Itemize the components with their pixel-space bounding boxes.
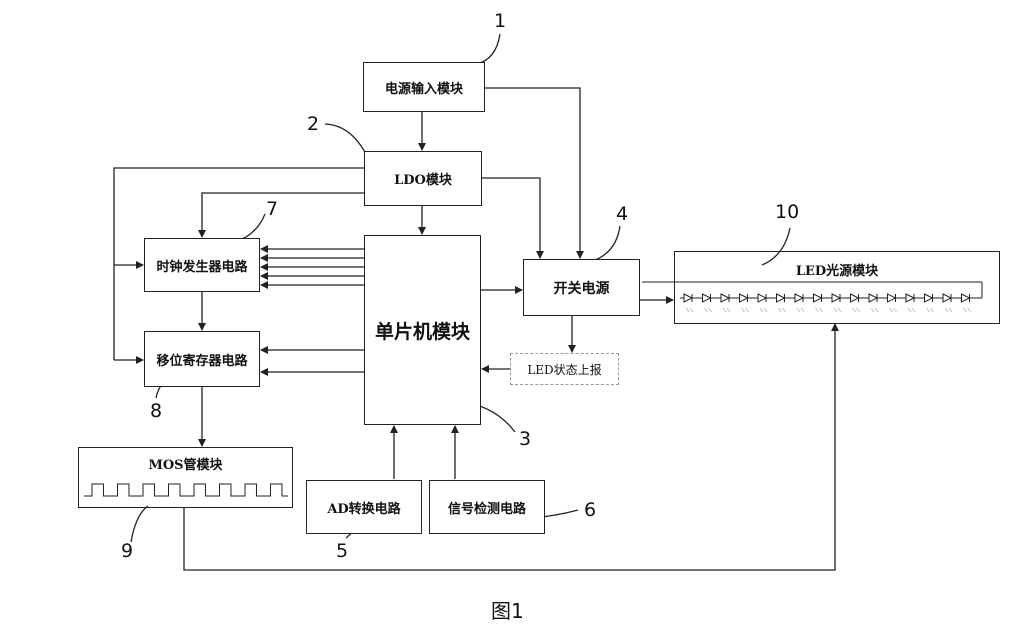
led-diode (905, 293, 916, 303)
mos-waveform (84, 483, 288, 497)
mos-pulse-train (84, 483, 288, 497)
led-emission (963, 307, 971, 313)
switch-power-supply: 开关电源 (523, 259, 640, 316)
led-emission (870, 307, 879, 313)
led-emission (704, 307, 712, 313)
mos-module: MOS管模块 (78, 447, 293, 508)
led-diode (887, 293, 897, 303)
led-emission (722, 307, 731, 313)
shift-register-circuit: 移位寄存器电路 (144, 331, 260, 387)
label-2: 2 (307, 113, 320, 135)
leader-9 (130, 505, 149, 543)
label-10: 10 (775, 201, 800, 223)
led-diode (813, 293, 823, 303)
arrow-power-to-switch (485, 87, 584, 259)
led-emission (926, 307, 934, 313)
led-diode (942, 293, 953, 303)
label-3: 3 (519, 428, 532, 450)
label-1: 1 (494, 10, 507, 32)
led-diode (702, 293, 712, 303)
leader-4 (589, 225, 621, 263)
led-string (642, 281, 983, 313)
led-diode (739, 293, 749, 303)
clock-generator-circuit: 时钟发生器电路 (144, 238, 260, 292)
led-diode (757, 293, 768, 303)
arrow-mos-to-led (183, 323, 839, 571)
led-diode (961, 293, 971, 303)
label-5: 5 (336, 540, 349, 562)
power-input-module: 电源输入模块 (363, 62, 485, 112)
led-diode (850, 293, 860, 303)
label-7: 7 (266, 198, 279, 220)
left-bus-line (113, 167, 365, 360)
label-4: 4 (616, 203, 629, 225)
label-9: 9 (121, 540, 134, 562)
led-diode (831, 293, 842, 303)
arrow-ldo-to-switch (482, 177, 544, 259)
led-light-source-module: LED光源模块 (674, 251, 1000, 324)
label-6: 6 (584, 499, 597, 521)
ad-conversion-circuit: AD转换电路 (306, 480, 422, 534)
led-emission (833, 307, 842, 313)
connectors (113, 33, 839, 571)
figure-caption: 图1 (491, 599, 524, 623)
leader-1 (475, 33, 501, 65)
led-emission (889, 307, 897, 313)
led-emission (907, 307, 916, 313)
led-status-report: LED状态上报 (510, 353, 619, 385)
label-8: 8 (150, 400, 163, 422)
led-diode (720, 293, 731, 303)
led-emission (778, 307, 786, 313)
signal-detection-circuit: 信号检测电路 (429, 480, 545, 534)
ldo-module: LDO模块 (364, 151, 482, 206)
arrow-ldo-to-clock (198, 192, 365, 238)
led-emission (685, 307, 694, 313)
led-diode (868, 293, 879, 303)
led-emission (815, 307, 823, 313)
led-emission (944, 307, 953, 313)
led-diode (776, 293, 786, 303)
mcu-module: 单片机模块 (364, 235, 481, 425)
led-emission (852, 307, 860, 313)
led-emission (741, 307, 749, 313)
leader-2 (324, 123, 369, 159)
led-diode (794, 293, 805, 303)
led-diode (924, 293, 934, 303)
led-diode (683, 293, 694, 303)
led-emission (759, 307, 768, 313)
led-emission (796, 307, 805, 313)
